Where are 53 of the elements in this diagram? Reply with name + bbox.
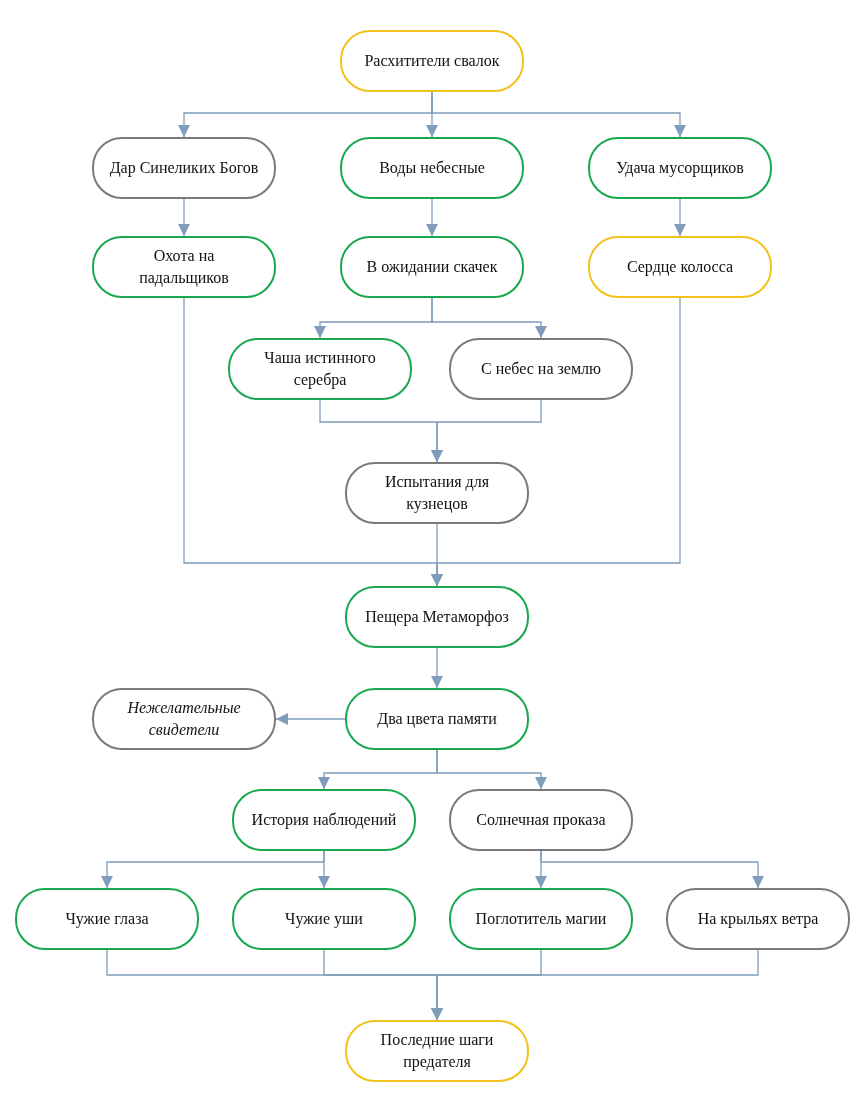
node-label: Удача мусорщиков <box>616 158 744 179</box>
rounded-box <box>92 236 276 298</box>
rounded-box <box>345 688 529 750</box>
node-label: На крыльях ветра <box>697 909 819 930</box>
rounded-box <box>588 236 772 298</box>
rounded-box <box>449 338 633 400</box>
rounded-box <box>15 888 199 950</box>
node-label: Охота на падальщиков <box>138 246 230 289</box>
node-label: Пещера Метаморфоз <box>365 607 509 628</box>
node-label: Воды небесные <box>379 158 485 179</box>
node-label: Нежелательные свидетели <box>126 698 242 740</box>
rounded-box <box>345 586 529 648</box>
node-label: Дар Синеликих Богов <box>109 158 259 179</box>
node-label: Солнечная проказа <box>476 810 606 831</box>
rounded-box <box>666 888 850 950</box>
connector-arrow <box>436 749 547 790</box>
node-label: Расхитители свалок <box>364 51 500 71</box>
node-label: Поглотитель магии <box>475 909 607 929</box>
node-label: Два цвета памяти <box>377 709 497 730</box>
rounded-box <box>340 137 524 199</box>
rounded-box <box>232 789 416 851</box>
connector-arrow <box>431 91 686 138</box>
node-label: Испытания для кузнецов <box>383 472 491 515</box>
node-label: Сердце колосса <box>626 257 734 278</box>
node-label: Чужие уши <box>285 909 363 930</box>
node-label: Чаша истинного серебра <box>263 348 377 391</box>
node-label: С небес на землю <box>481 359 601 379</box>
connector-arrow <box>431 297 681 587</box>
connector-arrow <box>431 399 542 463</box>
connector-arrow <box>674 198 686 237</box>
rounded-box <box>345 462 529 524</box>
rounded-box <box>92 137 276 199</box>
node-label: Последние шаги предателя <box>379 1030 495 1073</box>
connector-arrow <box>318 850 330 889</box>
rounded-box <box>449 789 633 851</box>
rounded-box <box>588 137 772 199</box>
node-label: История наблюдений <box>251 810 397 831</box>
rounded-box <box>345 1020 529 1082</box>
connector-arrow <box>426 198 438 237</box>
connector-arrow <box>275 713 346 725</box>
rounded-box <box>232 888 416 950</box>
rounded-box <box>92 688 276 750</box>
rounded-box <box>228 338 412 400</box>
connector-arrow <box>431 297 547 339</box>
connector-arrow <box>178 198 190 237</box>
connector-arrow <box>431 949 759 1021</box>
rounded-box <box>449 888 633 950</box>
rounded-box <box>340 236 524 298</box>
connector-arrow <box>540 850 764 889</box>
node-label: В ожидании скачек <box>366 257 498 278</box>
connector-arrow <box>431 647 443 689</box>
rounded-box <box>340 30 524 92</box>
node-label: Чужие глаза <box>65 909 149 930</box>
